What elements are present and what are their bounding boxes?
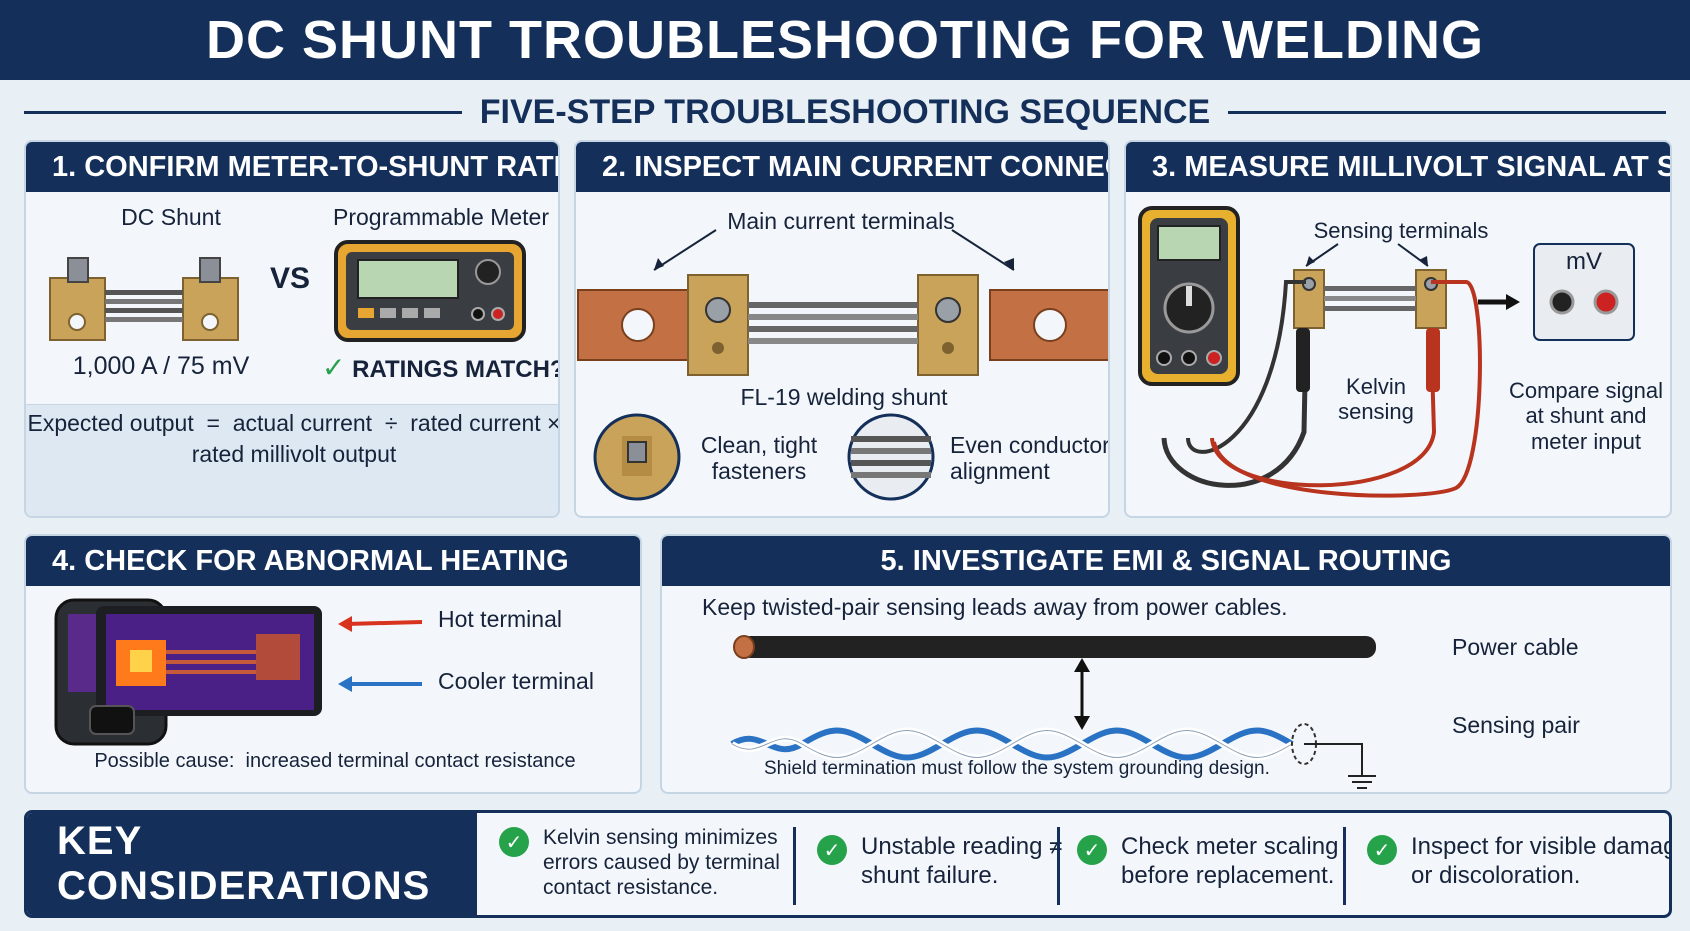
shunt-label: DC Shunt bbox=[121, 204, 221, 230]
subtitle-rule-right bbox=[1228, 110, 1667, 114]
key-item-text: Kelvin sensing minimizes errors caused b… bbox=[543, 826, 780, 900]
possible-cause: Possible cause: increased terminal conta… bbox=[94, 750, 576, 772]
key-divider bbox=[1343, 827, 1346, 905]
formula-box bbox=[26, 404, 558, 516]
fl19-welding-shunt-icon bbox=[577, 274, 1108, 376]
key-item-text: Unstable reading ≠ shunt failure. bbox=[861, 833, 1063, 889]
key-divider bbox=[793, 827, 796, 905]
key-item-1: ✓ Kelvin sensing minimizes errors caused… bbox=[499, 825, 780, 901]
check-icon: ✓ bbox=[322, 352, 346, 383]
key-item-text: Inspect for visible damage or discolorat… bbox=[1411, 833, 1669, 889]
mv-label: mV bbox=[1566, 248, 1602, 275]
key-item-text: Check meter scaling before replacement. bbox=[1121, 833, 1339, 889]
programmable-meter-icon bbox=[334, 240, 526, 342]
page-title: DC SHUNT TROUBLESHOOTING FOR WELDING bbox=[0, 0, 1690, 80]
thermal-camera-icon bbox=[54, 598, 322, 746]
cooler-terminal-label: Cooler terminal bbox=[438, 668, 594, 694]
step4-panel: 4. CHECK FOR ABNORMAL HEATING Hot termin… bbox=[24, 534, 642, 794]
conductor-closeup-icon bbox=[847, 413, 935, 501]
alignment-label: Even conductor alignment bbox=[950, 432, 1110, 485]
emi-routing-diagram bbox=[730, 635, 1376, 789]
check-circle-icon: ✓ bbox=[817, 835, 847, 865]
key-item-2: ✓ Unstable reading ≠ shunt failure. bbox=[817, 833, 1062, 891]
step5-heading: 5. INVESTIGATE EMI & SIGNAL ROUTING bbox=[662, 536, 1670, 586]
kelvin-wiring-diagram bbox=[1161, 243, 1635, 498]
step2-panel: 2. INSPECT MAIN CURRENT CONNECTIONS Main… bbox=[574, 140, 1110, 518]
key-item-3: ✓ Check meter scaling before replacement… bbox=[1077, 833, 1338, 891]
fasteners-label: Clean, tight fasteners bbox=[700, 432, 818, 485]
subtitle-rule-left bbox=[24, 110, 462, 114]
multimeter-icon bbox=[1138, 206, 1240, 386]
terminal-arrows-icon bbox=[653, 229, 1015, 271]
sensing-terminals-label: Sensing terminals bbox=[1313, 218, 1489, 243]
hot-terminal-arrow-icon bbox=[338, 616, 423, 632]
step3-heading: 3. MEASURE MILLIVOLT SIGNAL AT SHUNT bbox=[1126, 142, 1670, 192]
fastener-closeup-icon bbox=[593, 413, 681, 501]
formula-line2: rated millivolt output bbox=[191, 441, 397, 467]
subtitle-text: FIVE-STEP TROUBLESHOOTING SEQUENCE bbox=[479, 92, 1211, 131]
power-cable-label: Power cable bbox=[1452, 634, 1579, 660]
check-circle-icon: ✓ bbox=[1077, 835, 1107, 865]
step2-heading: 2. INSPECT MAIN CURRENT CONNECTIONS bbox=[576, 142, 1108, 192]
key-item-4: ✓ Inspect for visible damage or discolor… bbox=[1367, 833, 1669, 891]
step5-panel: 5. INVESTIGATE EMI & SIGNAL ROUTING Keep… bbox=[660, 534, 1672, 794]
kelvin-label: Kelvin sensing bbox=[1338, 374, 1414, 425]
check-circle-icon: ✓ bbox=[1367, 835, 1397, 865]
step3-panel: 3. MEASURE MILLIVOLT SIGNAL AT SHUNT Sen… bbox=[1124, 140, 1672, 518]
formula-line1: Expected output = actual current ÷ rated… bbox=[27, 410, 560, 436]
shunt-rating: 1,000 A / 75 mV bbox=[72, 352, 250, 380]
shunt-name: FL-19 welding shunt bbox=[740, 384, 948, 410]
compare-label: Compare signal at shunt and meter input bbox=[1508, 378, 1664, 454]
shield-note: Shield termination must follow the syste… bbox=[764, 758, 1270, 779]
ratings-match: ✓ RATINGS MATCH? bbox=[322, 352, 560, 384]
key-divider bbox=[1057, 827, 1060, 905]
step1-heading: 1. CONFIRM METER-TO-SHUNT RATIO bbox=[26, 142, 558, 192]
hot-terminal-label: Hot terminal bbox=[438, 606, 562, 632]
dc-shunt-icon bbox=[49, 257, 239, 341]
meter-label: Programmable Meter bbox=[332, 204, 550, 230]
step4-heading: 4. CHECK FOR ABNORMAL HEATING bbox=[26, 536, 640, 586]
sensing-pair-label: Sensing pair bbox=[1452, 712, 1580, 738]
cooler-terminal-arrow-icon bbox=[338, 676, 422, 692]
routing-instruction: Keep twisted-pair sensing leads away fro… bbox=[702, 594, 1288, 620]
main-terminals-label: Main current terminals bbox=[727, 208, 955, 234]
check-circle-icon: ✓ bbox=[499, 827, 529, 857]
step1-panel: 1. CONFIRM METER-TO-SHUNT RATIO DC Shunt… bbox=[24, 140, 560, 518]
section-subtitle: FIVE-STEP TROUBLESHOOTING SEQUENCE bbox=[24, 92, 1667, 132]
vs-label: VS bbox=[270, 262, 311, 295]
key-considerations-bar: KEY CONSIDERATIONS ✓ Kelvin sensing mini… bbox=[24, 810, 1672, 918]
key-title: KEY CONSIDERATIONS bbox=[27, 813, 477, 915]
ratings-match-text: RATINGS MATCH? bbox=[352, 356, 560, 383]
